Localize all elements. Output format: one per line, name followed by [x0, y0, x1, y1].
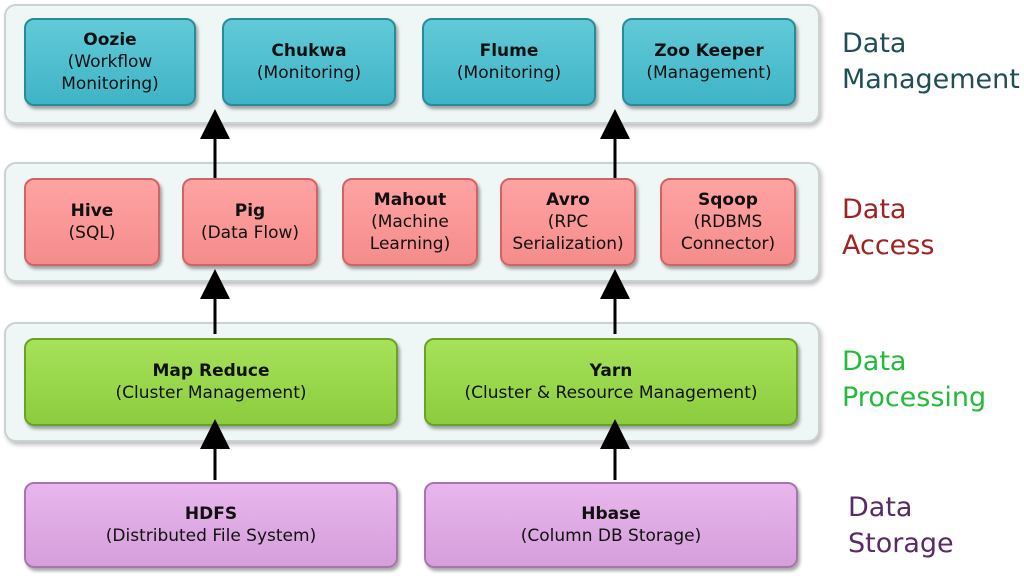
- box-desc: (SQL): [68, 223, 116, 243]
- box-desc: (Management): [646, 63, 772, 83]
- pig-box: Pig (Data Flow): [182, 178, 318, 266]
- box-desc: (Cluster Management): [115, 383, 307, 403]
- box-title: Hbase: [581, 504, 641, 524]
- yarn-box: Yarn (Cluster & Resource Management): [424, 338, 798, 426]
- box-desc: (RPC: [547, 212, 589, 232]
- box-desc: Monitoring): [61, 74, 159, 94]
- label-line: Access: [842, 230, 935, 261]
- box-title: Chukwa: [271, 41, 347, 61]
- box-desc: Learning): [369, 234, 451, 254]
- box-desc: (Workflow: [67, 52, 153, 72]
- hdfs-box: HDFS (Distributed File System): [24, 482, 398, 568]
- label-data-access: Data Access: [842, 192, 934, 264]
- box-desc: (Monitoring): [256, 63, 362, 83]
- box-title: Flume: [479, 41, 539, 61]
- box-desc: (Column DB Storage): [520, 526, 702, 546]
- oozie-box: Oozie (Workflow Monitoring): [24, 18, 196, 106]
- sqoop-box: Sqoop (RDBMS Connector): [660, 178, 796, 266]
- label-line: Data: [842, 194, 907, 225]
- box-title: Mahout: [373, 190, 447, 210]
- zookeeper-box: Zoo Keeper (Management): [622, 18, 796, 106]
- box-title: Avro: [546, 190, 590, 210]
- mahout-box: Mahout (Machine Learning): [342, 178, 478, 266]
- label-data-storage: Data Storage: [848, 490, 954, 562]
- label-line: Processing: [842, 382, 987, 413]
- label-line: Data: [848, 492, 913, 523]
- avro-box: Avro (RPC Serialization): [500, 178, 636, 266]
- box-desc: (Distributed File System): [105, 526, 317, 546]
- box-desc: (Machine: [371, 212, 449, 232]
- hive-box: Hive (SQL): [24, 178, 160, 266]
- box-title: HDFS: [184, 504, 238, 524]
- hbase-box: Hbase (Column DB Storage): [424, 482, 798, 568]
- box-title: Map Reduce: [152, 361, 270, 381]
- box-desc: (Cluster & Resource Management): [464, 383, 758, 403]
- flume-box: Flume (Monitoring): [422, 18, 596, 106]
- box-title: Pig: [234, 201, 266, 221]
- box-desc: Serialization): [512, 234, 624, 254]
- box-desc: Connector): [680, 234, 776, 254]
- box-title: Zoo Keeper: [654, 41, 764, 61]
- chukwa-box: Chukwa (Monitoring): [222, 18, 396, 106]
- box-title: Hive: [70, 201, 114, 221]
- box-title: Yarn: [589, 361, 633, 381]
- mapreduce-box: Map Reduce (Cluster Management): [24, 338, 398, 426]
- label-line: Management: [842, 64, 1020, 95]
- label-data-processing: Data Processing: [842, 344, 986, 416]
- box-title: Sqoop: [698, 190, 758, 210]
- label-line: Data: [842, 346, 907, 377]
- label-line: Storage: [848, 528, 954, 559]
- box-desc: (Data Flow): [200, 223, 300, 243]
- label-line: Data: [842, 28, 907, 59]
- box-title: Oozie: [83, 30, 137, 50]
- box-desc: (Monitoring): [456, 63, 562, 83]
- box-desc: (RDBMS: [693, 212, 763, 232]
- label-data-management: Data Management: [842, 26, 1020, 98]
